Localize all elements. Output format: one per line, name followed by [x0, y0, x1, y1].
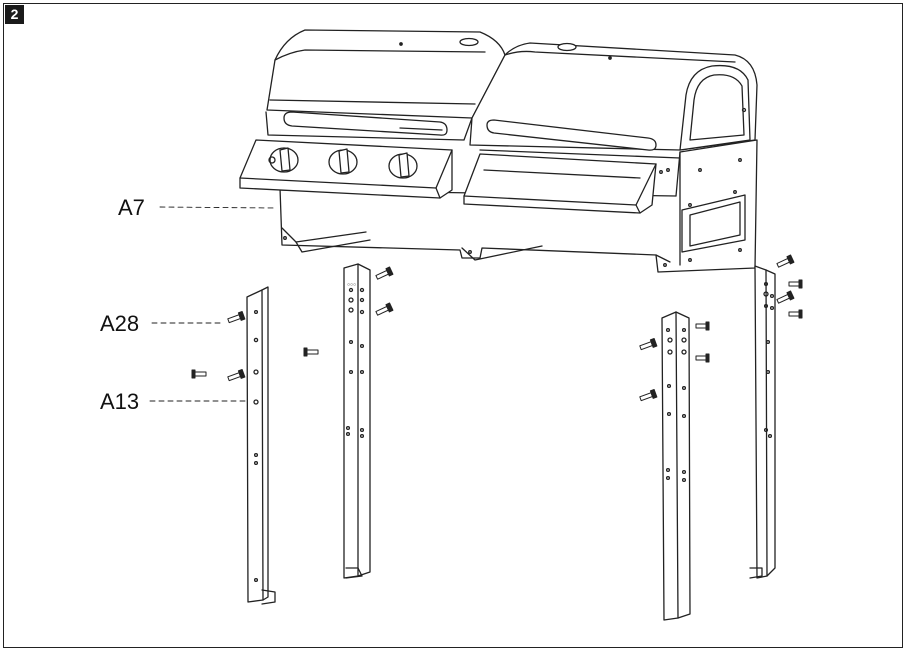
leg-back-right: [749, 265, 776, 579]
control-knob-2: [328, 148, 358, 175]
grill-body-drawing: [239, 29, 758, 273]
bolt: [375, 266, 394, 280]
bolt: [776, 290, 795, 304]
bolt: [639, 338, 658, 351]
leg-back-left: ○○○: [343, 263, 371, 579]
bolt: [227, 311, 246, 324]
bolt: [303, 347, 319, 357]
bolt: [227, 369, 246, 382]
bolt: [695, 353, 710, 363]
diagram-frame: [3, 3, 903, 648]
bolt: [639, 389, 658, 402]
bolt: [375, 302, 394, 316]
callout-leaders: [149, 206, 277, 402]
svg-text:○○○: ○○○: [347, 282, 356, 288]
control-knob-1: [268, 147, 299, 173]
control-knob-3: [388, 152, 418, 179]
callout-label-leg: A13: [100, 389, 140, 414]
bolt: [788, 279, 803, 289]
callout-label-bolt: A28: [100, 311, 140, 336]
left-lid: [265, 29, 506, 141]
bolt: [191, 369, 207, 379]
leader-grill: [159, 206, 277, 209]
side-tray-right: [463, 153, 663, 214]
bolt: [695, 321, 710, 331]
bolts-group: [191, 254, 803, 402]
callout-label-grill: A7: [118, 195, 145, 220]
leg-front-left: [246, 286, 276, 605]
bolt: [788, 309, 803, 319]
leg-front-right: [661, 311, 691, 621]
right-lid: [469, 42, 758, 159]
step-number-badge: 2: [5, 5, 24, 24]
bolt: [776, 254, 795, 268]
control-panel-left: [239, 139, 453, 199]
